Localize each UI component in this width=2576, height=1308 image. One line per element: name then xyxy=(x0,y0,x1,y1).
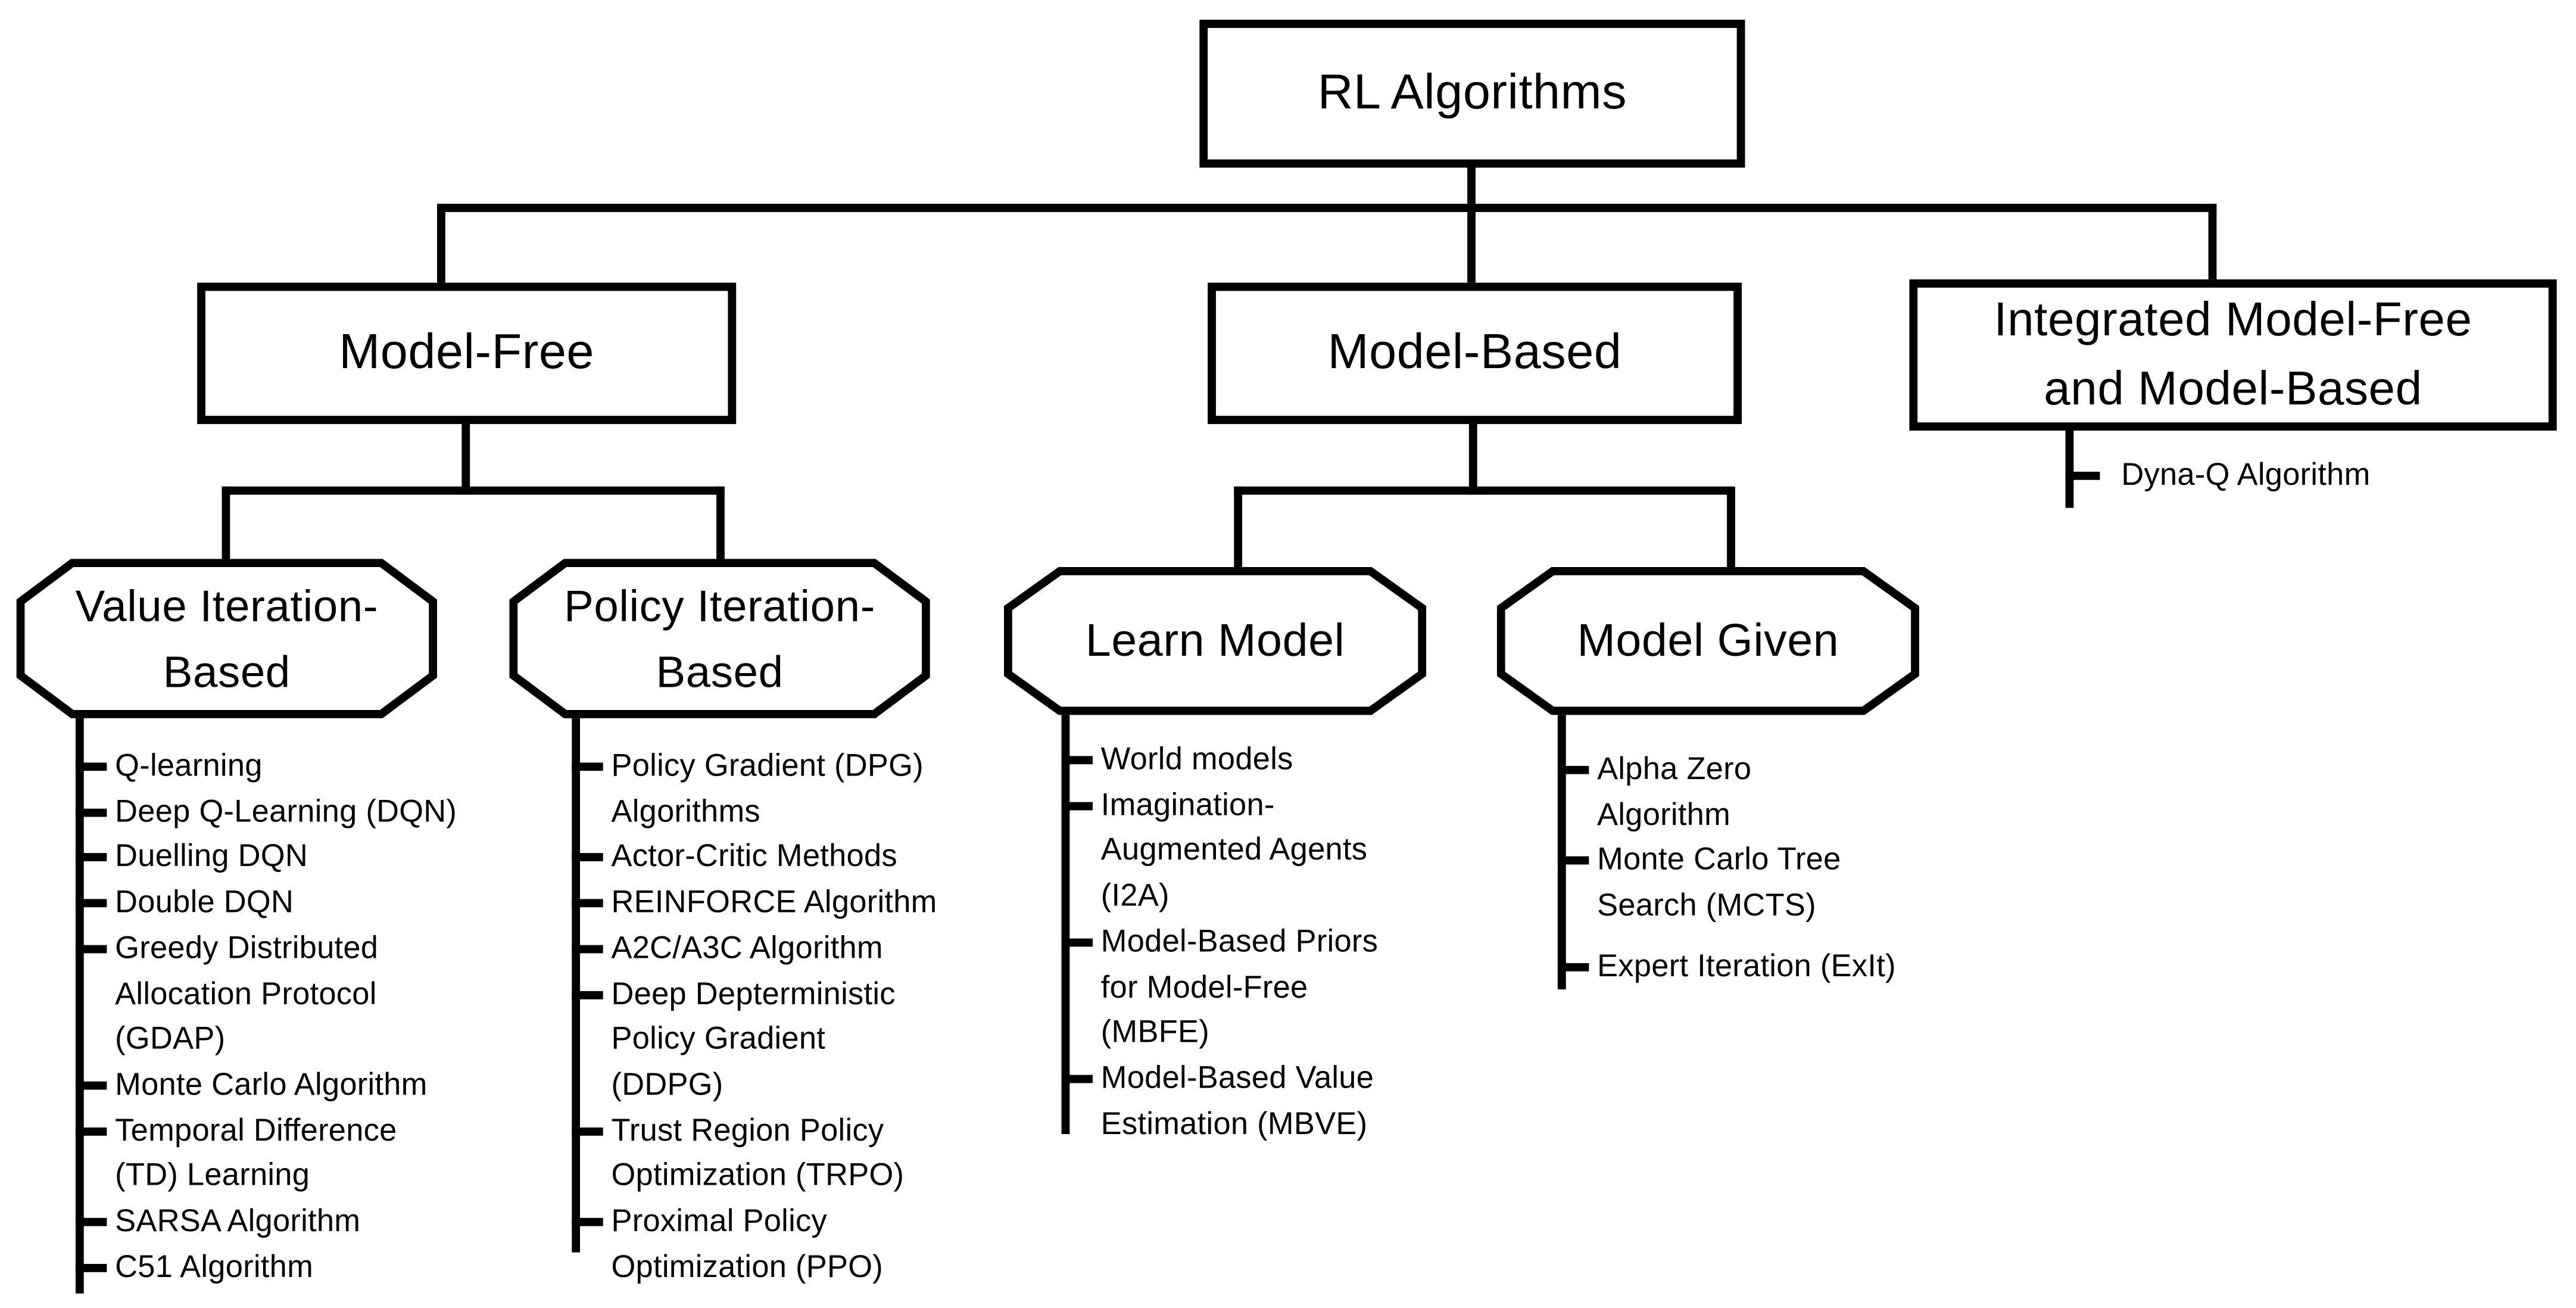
connector-spine xyxy=(1061,715,1070,1134)
node-label: Model Given xyxy=(1577,615,1839,666)
connector-spine xyxy=(1557,715,1566,990)
octagon-shape xyxy=(1496,566,1919,715)
connector-model-based-hbar xyxy=(1234,486,1734,495)
leaf-item: Dyna-Q Algorithm xyxy=(2065,454,2370,499)
node-label: Learn Model xyxy=(1085,615,1345,666)
leaf-item: Monte Carlo Algorithm xyxy=(75,1063,457,1108)
connector-spine xyxy=(572,718,581,1253)
leaf-item: Model-Based Value Estimation (MBVE) xyxy=(1061,1057,1378,1148)
leaf-item: Proximal Policy Optimization (PPO) xyxy=(572,1200,937,1291)
integrated-leaf-list: Dyna-Q Algorithm xyxy=(2065,430,2371,508)
node-model-given: Model Given xyxy=(1496,566,1919,715)
leaf-item: Imagination- Augmented Agents (I2A) xyxy=(1061,783,1378,920)
leaf-item: Temporal Difference (TD) Learning xyxy=(75,1109,457,1200)
connector-drop-integrated xyxy=(2208,204,2217,280)
leaf-item: Actor-Critic Methods xyxy=(572,836,937,881)
leaf-item: Alpha Zero Algorithm xyxy=(1557,748,1896,839)
octagon-shape xyxy=(509,559,930,718)
connector-drop-value-iteration xyxy=(222,486,230,562)
leaf-item: Trust Region Policy Optimization (TRPO) xyxy=(572,1109,937,1200)
leaf-item: Q-learning xyxy=(75,745,457,790)
connector-model-free-stem xyxy=(461,423,470,493)
connector-model-based-stem xyxy=(1468,423,1477,493)
connector-spine xyxy=(2065,430,2074,508)
leaf-item: Model-Based Priors for Model-Free (MBFE) xyxy=(1061,920,1378,1057)
leaf-item: Greedy Distributed Allocation Protocol (… xyxy=(75,927,457,1063)
leaf-item: Duelling DQN xyxy=(75,836,457,881)
connector-model-free-hbar xyxy=(222,486,723,495)
leaf-item: Expert Iteration (ExIt) xyxy=(1557,945,1896,990)
node-learn-model: Learn Model xyxy=(1003,566,1427,715)
node-model-free: Model-Free xyxy=(197,282,737,424)
connector-drop-model-given xyxy=(1727,486,1735,571)
connector-root-stem xyxy=(1467,167,1476,211)
octagon-shape xyxy=(1003,566,1427,715)
node-value-iteration-based: Value Iteration- Based xyxy=(16,559,438,718)
node-label: Value Iteration- Based xyxy=(75,581,379,696)
node-integrated-model-free-and-model-based: Integrated Model-Free and Model-Based xyxy=(1909,279,2557,431)
connector-drop-learn-model xyxy=(1234,486,1243,571)
connector-drop-model-based xyxy=(1467,204,1476,283)
leaf-item: Deep Depterministic Policy Gradient (DDP… xyxy=(572,972,937,1108)
leaf-items: Dyna-Q Algorithm xyxy=(2065,431,2371,499)
octagon-shape xyxy=(16,559,438,718)
connector-spine xyxy=(75,718,84,1294)
node-model-based: Model-Based xyxy=(1208,282,1742,424)
node-rl-algorithms: RL Algorithms xyxy=(1199,20,1745,168)
leaf-item: Double DQN xyxy=(75,881,457,926)
leaf-item: Deep Q-Learning (DQN) xyxy=(75,790,457,835)
leaf-item: A2C/A3C Algorithm xyxy=(572,927,937,972)
leaf-item: C51 Algorithm xyxy=(75,1245,457,1291)
connector-root-hbar xyxy=(437,204,2217,212)
leaf-item: REINFORCE Algorithm xyxy=(572,881,937,926)
connector-drop-model-free xyxy=(437,204,445,283)
connector-drop-policy-iteration xyxy=(716,486,725,562)
leaf-item: Policy Gradient (DPG) Algorithms xyxy=(572,745,937,836)
node-policy-iteration-based: Policy Iteration- Based xyxy=(509,559,930,718)
leaf-item: SARSA Algorithm xyxy=(75,1200,457,1245)
node-label: Policy Iteration- Based xyxy=(564,581,876,696)
leaf-item: World models xyxy=(1061,738,1378,783)
leaf-item: Monte Carlo Tree Search (MCTS) xyxy=(1557,839,1896,930)
